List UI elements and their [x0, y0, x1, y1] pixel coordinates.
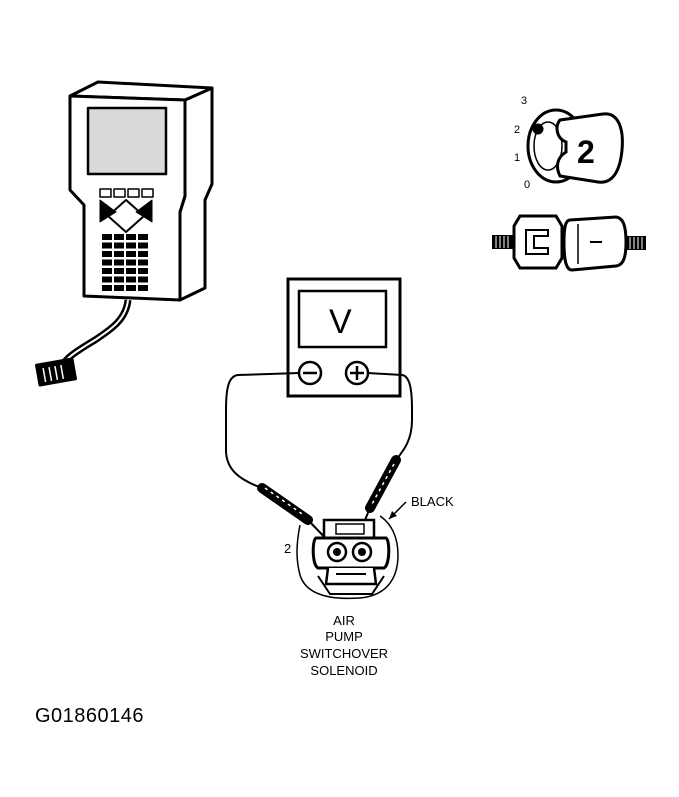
connector-male-half	[512, 214, 564, 270]
scan-tool-screen	[86, 106, 168, 176]
component-label-line-2: PUMP	[325, 629, 363, 644]
scan-tool-key	[102, 285, 112, 291]
connector-wire-right	[626, 236, 646, 250]
ignition-position-1: 1	[514, 152, 520, 164]
ignition-key-number: 2	[577, 134, 595, 170]
scan-tool-function-keys	[99, 188, 154, 198]
disconnected-connector	[492, 214, 646, 272]
scan-tool-key	[102, 268, 112, 274]
voltmeter-display	[297, 289, 388, 349]
scan-tool-key	[114, 251, 124, 257]
scan-tool-key	[102, 259, 112, 266]
ignition-position-2: 2	[514, 124, 520, 136]
component-label-line-3: SWITCHOVER	[300, 646, 388, 661]
voltmeter: V	[286, 277, 402, 398]
scan-tool-key	[126, 234, 136, 240]
scan-tool-key	[138, 276, 148, 283]
scan-tool-keypad	[102, 234, 148, 291]
scan-tool-key	[114, 268, 124, 274]
component-label: AIR PUMP SWITCHOVER SOLENOID	[300, 613, 388, 678]
terminal-number-label: 2	[284, 541, 291, 556]
scan-tool-key	[138, 234, 148, 240]
scan-tool-key	[126, 285, 136, 291]
component-label-line-4: SOLENOID	[310, 663, 377, 678]
scan-tool-key	[114, 242, 124, 249]
scan-tool-arrow-pad	[99, 199, 153, 233]
scan-tool-key	[114, 259, 124, 266]
ignition-key	[555, 112, 624, 184]
scan-tool-key	[138, 259, 148, 266]
scan-tool-key	[102, 251, 112, 257]
scan-tool-key	[126, 276, 136, 283]
scan-tool-key	[114, 276, 124, 283]
ignition-switch: 3 2 1 0 2	[514, 95, 624, 191]
scan-tool-key	[102, 234, 112, 240]
scan-tool-key	[138, 251, 148, 257]
wire-color-label: BLACK	[411, 494, 454, 509]
scan-tool-key	[126, 259, 136, 266]
scan-tool-key	[138, 268, 148, 274]
ignition-position-0: 0	[524, 179, 530, 191]
ignition-position-3: 3	[521, 95, 527, 107]
scan-tool-key	[126, 268, 136, 274]
scan-tool-key	[126, 251, 136, 257]
test-leads	[225, 372, 413, 489]
scan-tool-connector	[35, 357, 77, 387]
scan-tool-key	[126, 242, 136, 249]
scan-tool-key	[102, 276, 112, 283]
scan-tool	[35, 80, 214, 387]
positive-test-lead	[367, 372, 413, 461]
scan-tool-key	[138, 285, 148, 291]
connector-wire-left	[492, 235, 514, 249]
negative-test-lead	[225, 372, 300, 489]
connector-female-half	[562, 215, 628, 272]
scan-tool-key	[102, 242, 112, 249]
solenoid-connector	[296, 515, 399, 600]
figure-id: G01860146	[35, 705, 144, 727]
ignition-position-indicator	[532, 123, 544, 135]
solenoid-connector-body	[296, 515, 399, 600]
scan-tool-key	[114, 234, 124, 240]
scan-tool-key	[138, 242, 148, 249]
component-label-line-1: AIR	[333, 613, 355, 628]
voltmeter-reading: V	[329, 303, 352, 341]
scan-tool-key	[114, 285, 124, 291]
